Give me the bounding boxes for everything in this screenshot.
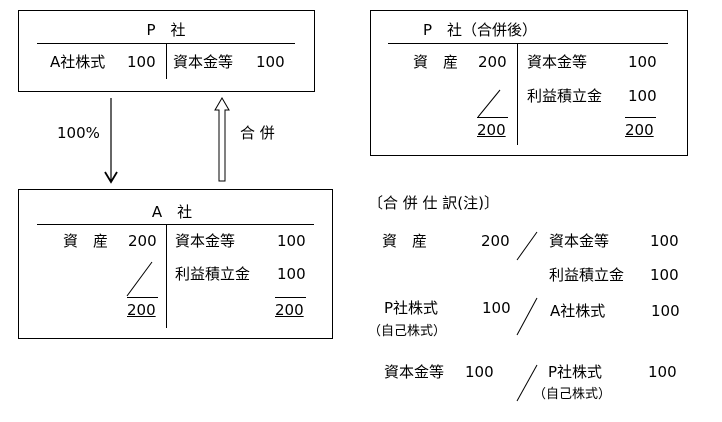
p-company-account xyxy=(18,10,315,92)
credit-amount: 100 xyxy=(277,265,306,283)
journal-debit: 資本金等 xyxy=(384,363,445,381)
journal-credit: A社株式 xyxy=(550,302,606,320)
balance-diagonals xyxy=(126,89,538,402)
credit-amount: 100 xyxy=(628,53,657,71)
account-divider xyxy=(517,43,518,145)
debit-label: 資 産 xyxy=(63,232,109,250)
journal-debit-amount: 200 xyxy=(481,232,510,250)
debit-amount: 200 xyxy=(478,53,507,71)
journal-debit-note: （自己株式） xyxy=(368,324,447,339)
journal-credit: 資本金等 xyxy=(549,232,610,250)
journal-credit-amount: 100 xyxy=(648,363,677,381)
debit-label: A社株式 xyxy=(50,53,106,71)
journal-credit-amount: 100 xyxy=(650,232,679,250)
credit-amount: 100 xyxy=(277,232,306,250)
journal-debit-amount: 100 xyxy=(482,299,511,317)
ownership-label: 100% xyxy=(57,124,100,142)
account-line xyxy=(37,224,314,225)
debit-amount: 200 xyxy=(128,232,157,250)
journal-credit: 利益積立金 xyxy=(549,266,625,284)
journal-debit-amount: 100 xyxy=(465,363,494,381)
account-line xyxy=(388,43,668,44)
journal-credit-amount: 100 xyxy=(651,302,680,320)
a-company-account xyxy=(18,189,333,339)
credit-total: 200 xyxy=(625,117,656,139)
credit-label: 資本金等 xyxy=(173,53,234,71)
credit-amount: 100 xyxy=(256,53,285,71)
debit-amount: 100 xyxy=(127,53,156,71)
p-company-title: P 社 xyxy=(146,21,186,39)
account-divider xyxy=(166,224,167,328)
merger-label: 合 併 xyxy=(240,124,275,142)
ownership-arrow xyxy=(104,98,118,184)
journal-debit: P社株式 xyxy=(384,299,439,317)
credit-label: 資本金等 xyxy=(527,53,588,71)
journal-credit-note: （自己株式） xyxy=(533,387,612,402)
journal-title: 〔合 併 仕 訳(注)〕 xyxy=(368,194,500,212)
journal-debit: 資 産 xyxy=(382,232,428,250)
credit-amount: 100 xyxy=(628,87,657,105)
credit-label: 利益積立金 xyxy=(527,87,603,105)
journal-credit-amount: 100 xyxy=(650,266,679,284)
credit-total: 200 xyxy=(275,297,306,319)
a-company-title: A 社 xyxy=(151,203,193,221)
journal-credit: P社株式 xyxy=(548,363,603,381)
debit-total: 200 xyxy=(477,117,508,139)
debit-label: 資 産 xyxy=(413,53,459,71)
merged-account xyxy=(370,10,688,156)
credit-label: 利益積立金 xyxy=(175,265,251,283)
credit-label: 資本金等 xyxy=(175,232,236,250)
merger-hollow-arrow xyxy=(214,97,230,182)
account-divider xyxy=(166,43,167,79)
debit-total: 200 xyxy=(127,297,158,319)
merged-title: P 社（合併後） xyxy=(422,21,538,39)
